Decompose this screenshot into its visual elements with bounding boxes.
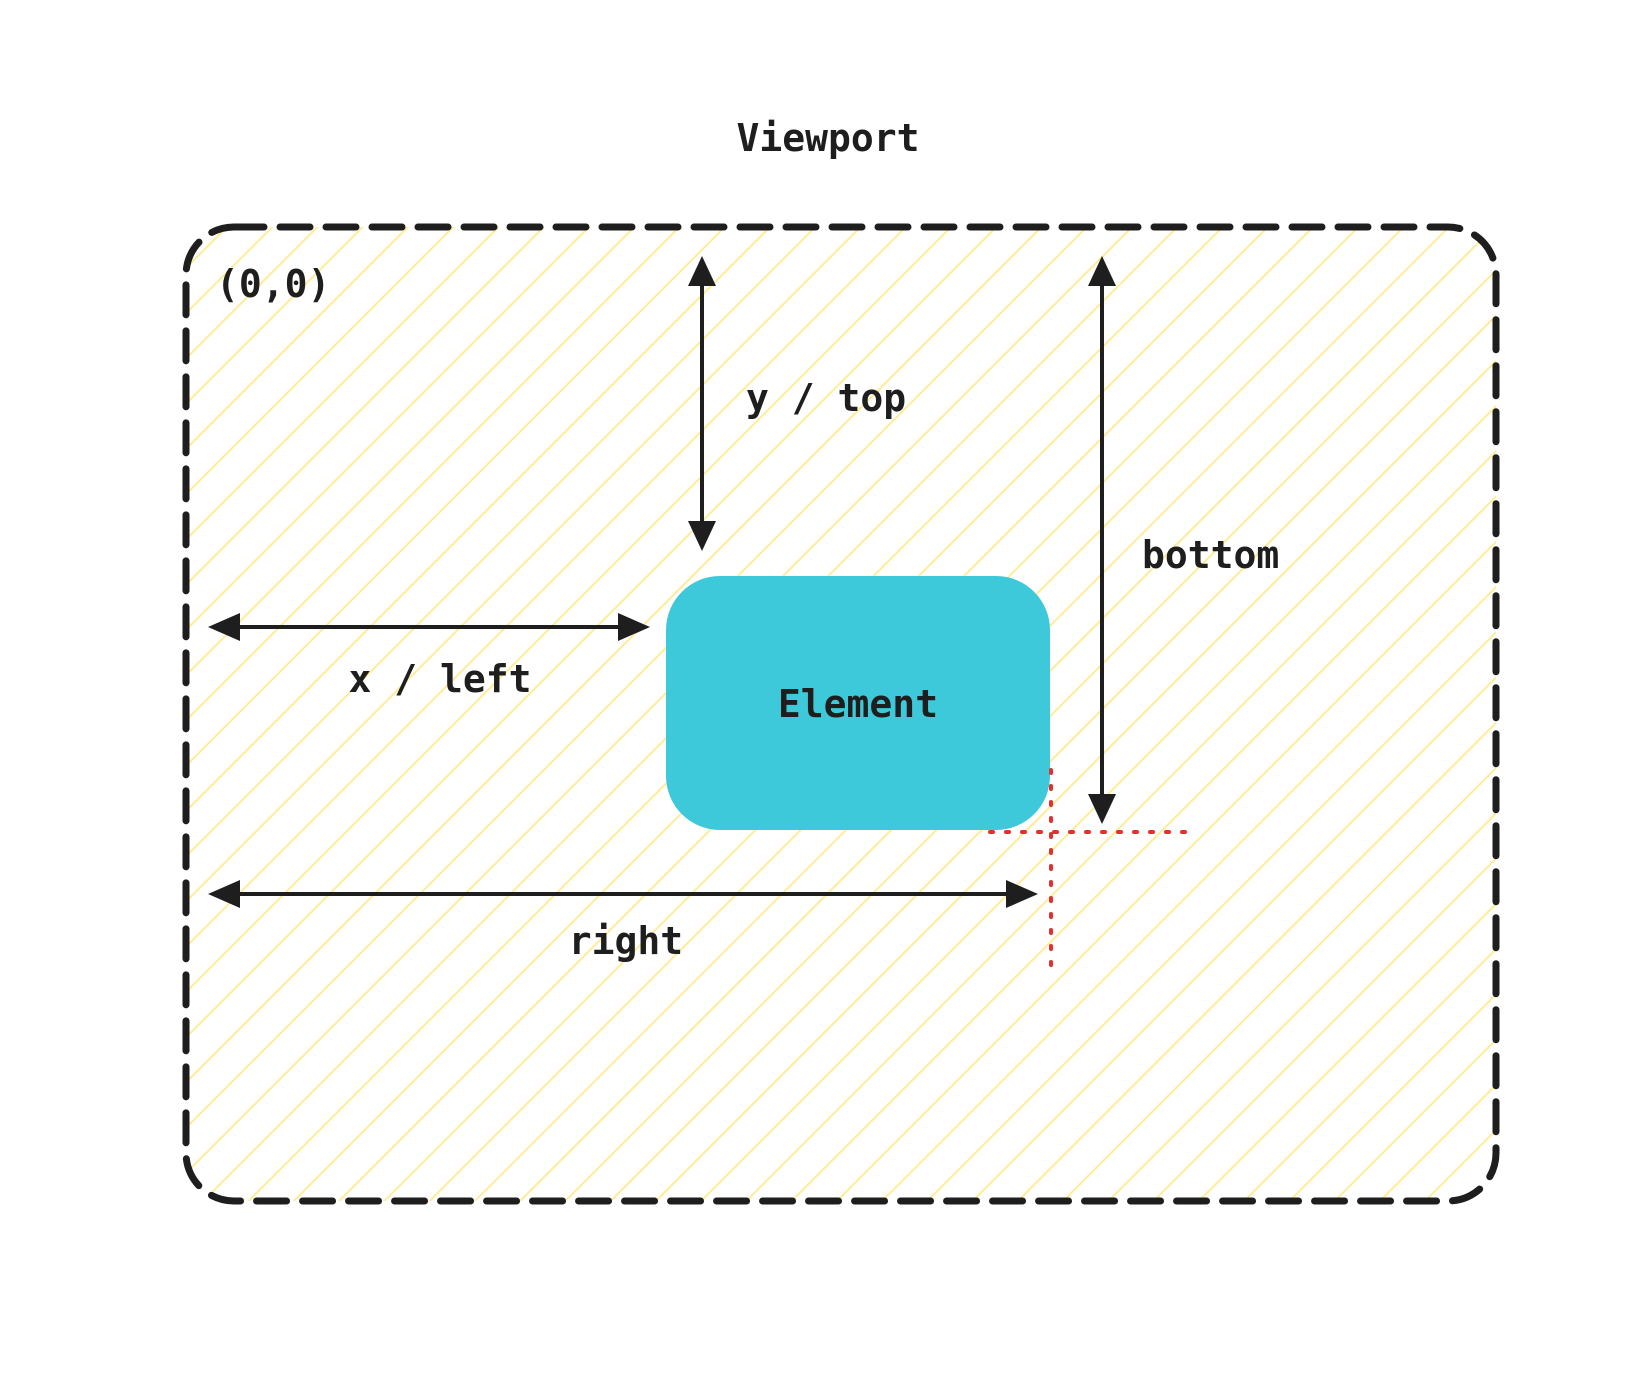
diagram-title: Viewport — [736, 116, 919, 160]
y-top-label: y / top — [746, 376, 906, 420]
x-left-label: x / left — [348, 657, 531, 701]
origin-label: (0,0) — [216, 262, 330, 306]
element-box — [666, 576, 1050, 830]
right-label: right — [569, 919, 683, 963]
x-left-arrow — [208, 613, 650, 641]
y-top-arrow — [688, 256, 716, 551]
bottom-label: bottom — [1142, 533, 1279, 577]
viewport-border — [182, 223, 1500, 1205]
bottom-arrow — [1088, 256, 1116, 824]
right-arrow — [208, 880, 1038, 908]
element-label: Element — [778, 682, 938, 726]
